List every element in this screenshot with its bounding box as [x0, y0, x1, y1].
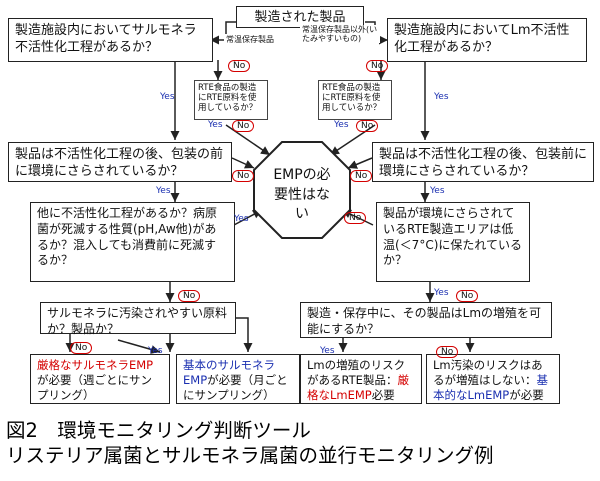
lm-growth-text: 製造・保存中に、その製品はLmの増殖を可能にするか？: [307, 306, 542, 336]
salmonella-prone-question: サルモネラに汚染されやすい原料か？製品か？: [40, 302, 236, 336]
exposure-question-left: 製品は不活性化工程の後、包装の前に環境にさらされているか？: [8, 142, 232, 182]
product-label: 製造された製品: [254, 10, 346, 25]
exposure-text-right: 製品は不活性化工程の後、包装前に環境にさらされているか？: [379, 147, 588, 180]
strict-lm-emp-label: 厳格なLmEMP: [307, 373, 409, 403]
lm-inactivation-text: 製造施設内においてLm不活性化工程があるか？: [394, 23, 570, 56]
yes-label-7: Yes: [234, 214, 249, 224]
yes-label-10: Yes: [320, 346, 335, 356]
no-label-2: No: [366, 60, 389, 72]
yes-label-6: Yes: [430, 186, 445, 196]
basic-lm-emp-label: 基本的なLmEMP: [433, 373, 548, 403]
no-emp-needed-octagon: EMPの必要性はない: [252, 140, 352, 240]
no-label-1: No: [228, 60, 251, 72]
basic-salmonella-emp-detail: が必要（月ごとにサンプリング）: [183, 373, 288, 403]
figure-caption: 図2 環境モニタリング判断ツール リステリア属菌とサルモネラ属菌の並行モニタリン…: [6, 418, 596, 469]
yes-label-1: Yes: [160, 92, 175, 102]
no-label-10: No: [70, 342, 93, 354]
no-label-4: No: [356, 120, 379, 132]
strict-lm-emp-lead: Lmの増殖のリスクがあるRTE製品：: [307, 358, 406, 388]
strict-lm-emp-tail: 必要: [371, 388, 395, 403]
cold-area-text: 製品が環境にさらされているRTE製造エリアは低温(＜7°C)に保たれているか？: [383, 206, 523, 268]
caption-subtitle: リステリア属菌とサルモネラ属菌の並行モニタリング例: [6, 444, 494, 468]
no-label-9: No: [178, 290, 201, 302]
no-label-8: No: [456, 290, 479, 302]
lm-growth-question: 製造・保存中に、その製品はLmの増殖を可能にするか？: [300, 302, 552, 338]
salmonella-inactivation-question: 製造施設内においてサルモネラ不活性化工程があるか？: [8, 18, 213, 62]
other-kill-step-text: 他に不活性化工程があるか？病原菌が死滅する性質(pH,Aw他)があるか？混入して…: [37, 206, 218, 268]
no-label-3: No: [232, 120, 255, 132]
exposure-text-left: 製品は不活性化工程の後、包装の前に環境にさらされているか？: [15, 147, 224, 180]
basic-lm-emp-tail: が必要: [509, 388, 544, 403]
salmonella-inactivation-text: 製造施設内においてサルモネラ不活性化工程があるか？: [15, 23, 197, 56]
basic-lm-emp-result: Lm汚染のリスクはあるが増殖はしない：基本的なLmEMPが必要: [426, 354, 560, 404]
yes-label-5: Yes: [156, 186, 171, 196]
no-label-7: No: [344, 212, 367, 224]
rte-material-text-right: RTE食品の製造にRTE原料を使用しているか？: [322, 83, 382, 114]
yes-label-3: Yes: [208, 120, 223, 130]
strict-salmonella-emp-detail: が必要（週ごとにサンプリング）: [37, 373, 152, 403]
yes-label-2: Yes: [434, 92, 449, 102]
strict-lm-emp-result: Lmの増殖のリスクがあるRTE製品：厳格なLmEMP必要: [300, 354, 422, 404]
no-label-5: No: [232, 170, 255, 182]
no-emp-needed-text: EMPの必要性はない: [273, 167, 331, 223]
rte-material-question-left: RTE食品の製造にRTE原料を使用しているか？: [194, 80, 268, 120]
exposure-question-right: 製品は不活性化工程の後、包装前に環境にさらされているか？: [372, 142, 594, 182]
basic-lm-emp-lead: Lm汚染のリスクはあるが増殖はしない：: [433, 358, 543, 388]
octagon-shape: [253, 141, 351, 239]
caption-title: 図2 環境モニタリング判断ツール: [6, 419, 311, 442]
no-label-6: No: [350, 170, 373, 182]
branch-tag-ambient: 常温保存製品: [224, 34, 276, 45]
strict-salmonella-emp-result: 厳格なサルモネラEMPが必要（週ごとにサンプリング）: [30, 354, 170, 404]
yes-label-8: Yes: [434, 288, 449, 298]
basic-salmonella-emp-result: 基本のサルモネラEMPが必要（月ごとにサンプリング）: [176, 354, 300, 404]
other-kill-step-question: 他に不活性化工程があるか？病原菌が死滅する性質(pH,Aw他)があるか？混入して…: [30, 202, 235, 282]
strict-salmonella-emp-label: 厳格なサルモネラEMP: [37, 358, 154, 372]
lm-inactivation-question: 製造施設内においてLm不活性化工程があるか？: [387, 18, 587, 62]
basic-salmonella-emp-label: 基本のサルモネラEMP: [183, 358, 275, 388]
branch-tag-perishable: 常温保存製品以外(いたみやすいもの): [300, 25, 380, 44]
rte-material-text-left: RTE食品の製造にRTE原料を使用しているか？: [198, 83, 258, 114]
cold-area-question: 製品が環境にさらされているRTE製造エリアは低温(＜7°C)に保たれているか？: [376, 202, 530, 282]
rte-material-question-right: RTE食品の製造にRTE原料を使用しているか？: [318, 80, 392, 120]
no-label-11: No: [436, 346, 459, 358]
yes-label-4: Yes: [334, 120, 349, 130]
yes-label-9: Yes: [148, 346, 163, 356]
salmonella-prone-text: サルモネラに汚染されやすい原料か？製品か？: [47, 306, 228, 336]
